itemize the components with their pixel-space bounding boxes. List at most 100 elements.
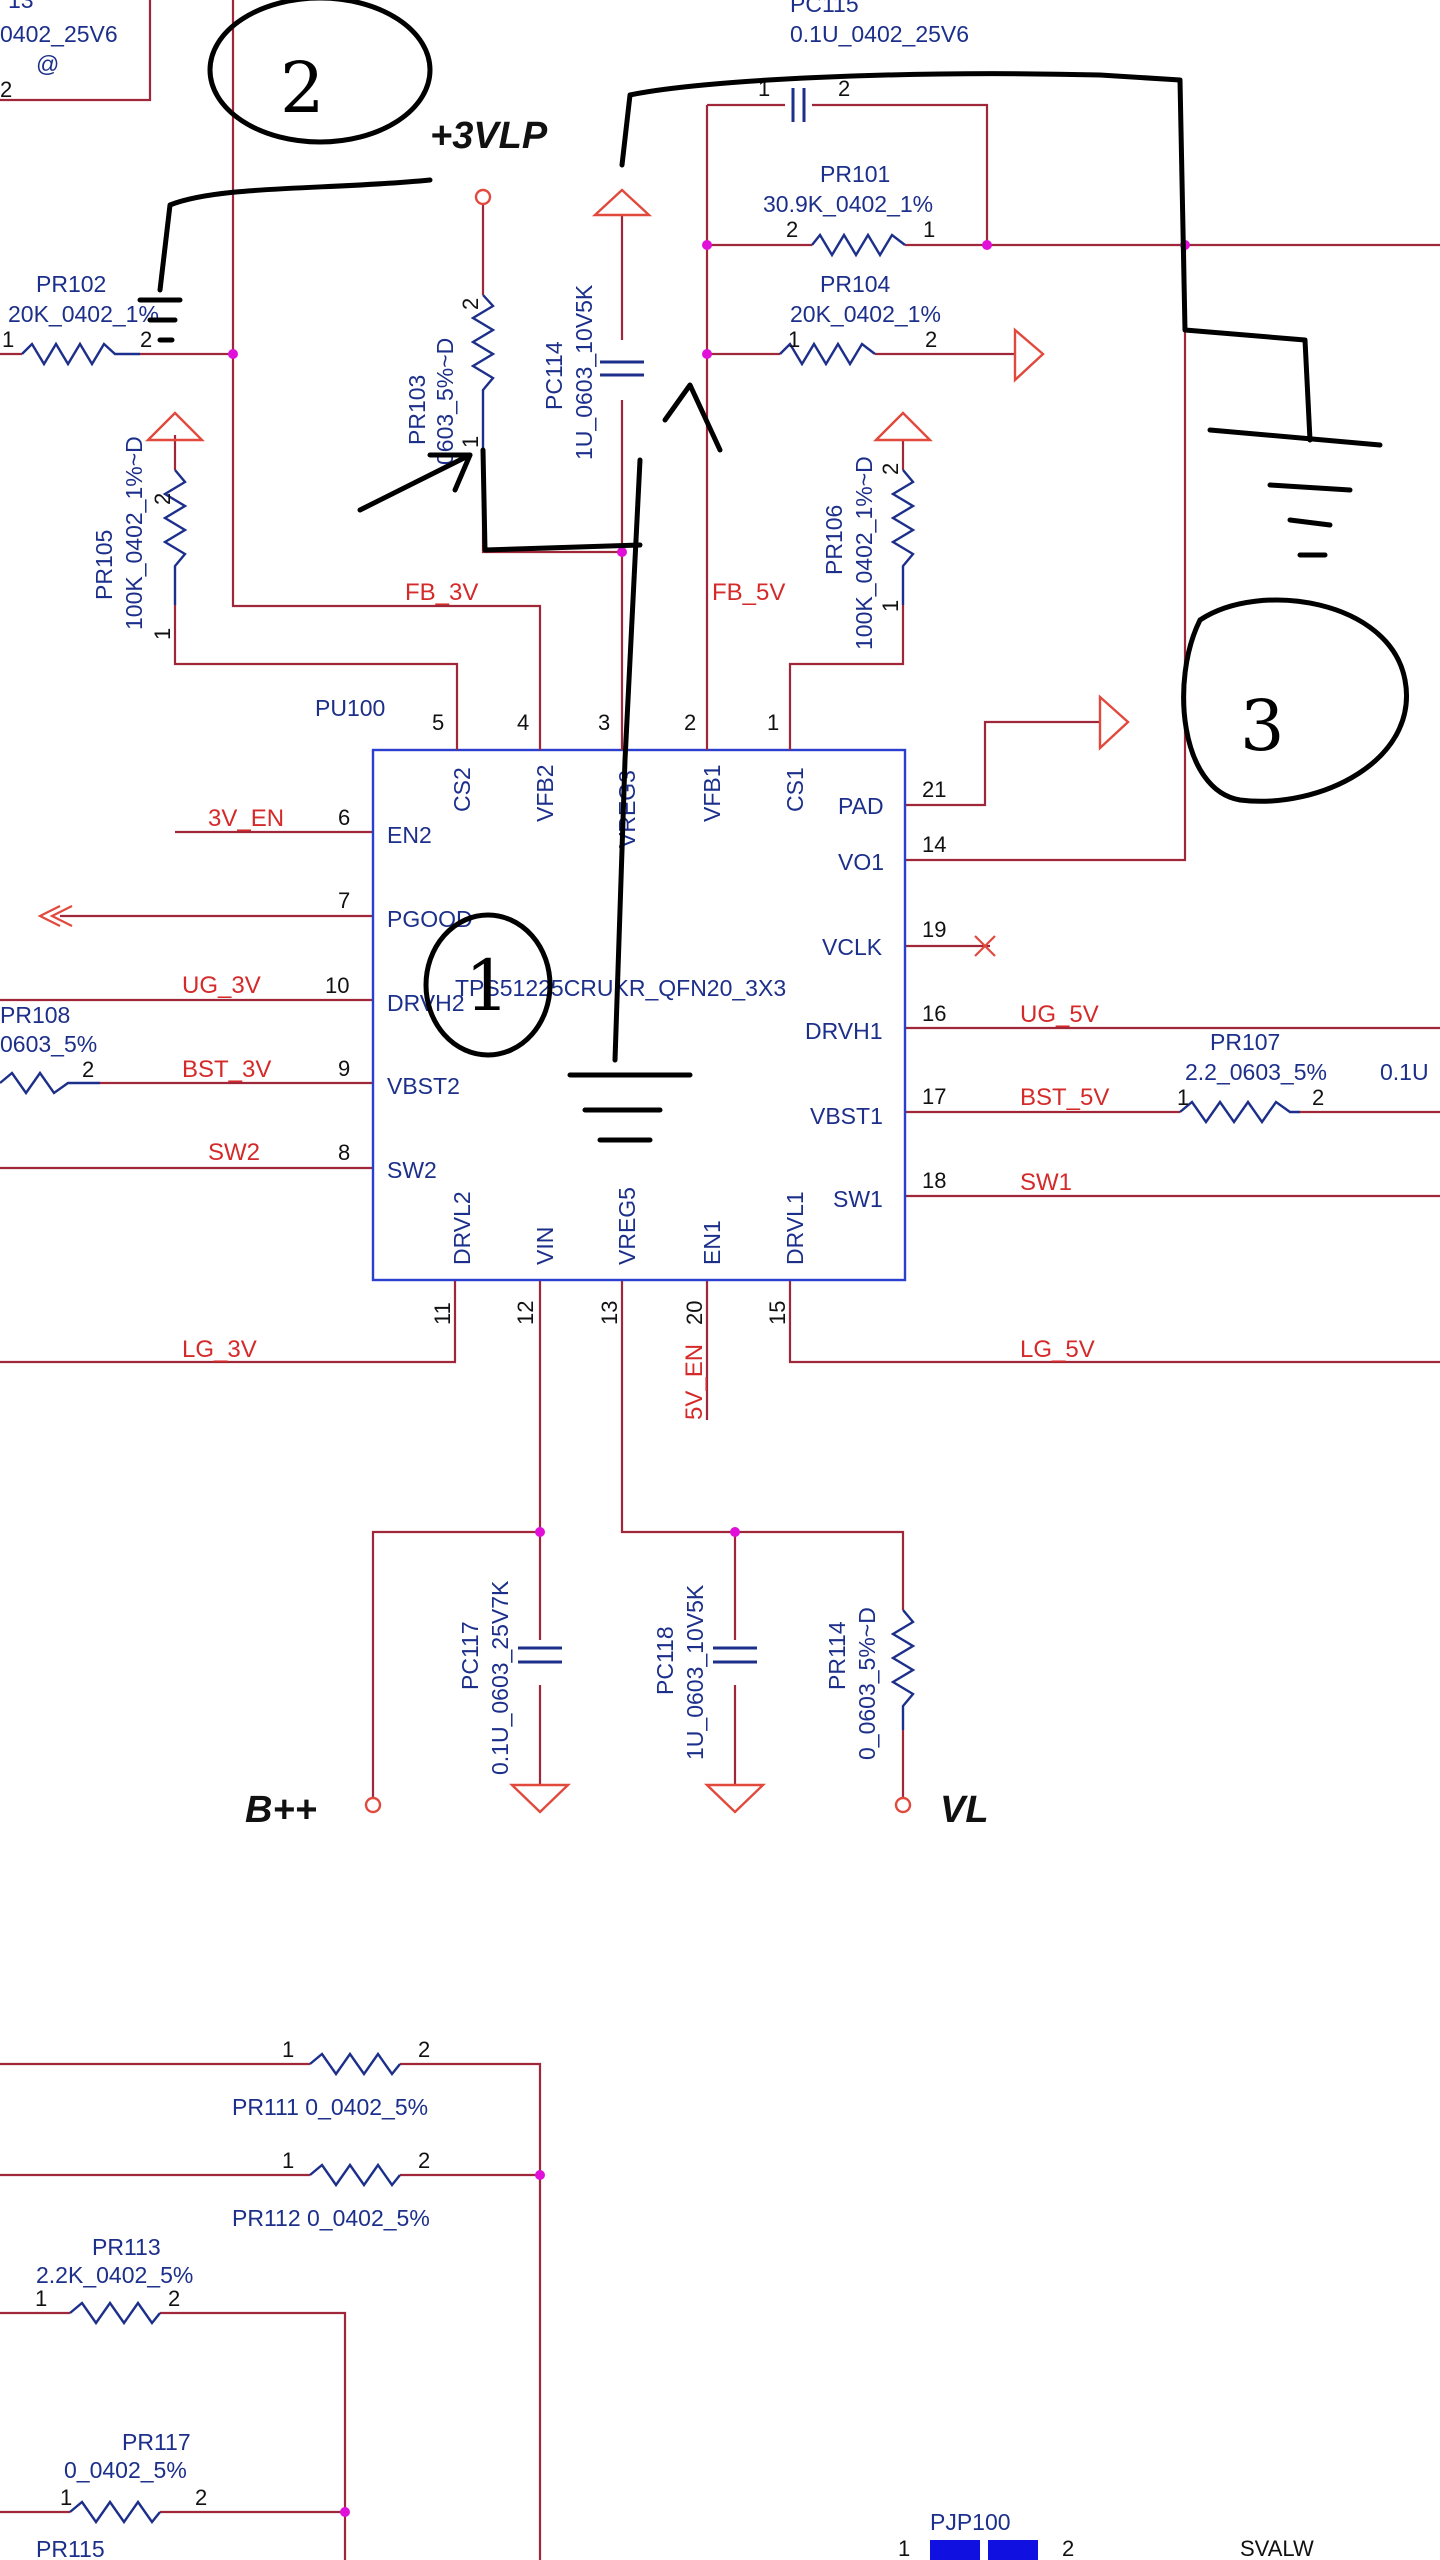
pr105-value: 100K_0402_1%~D xyxy=(121,436,147,630)
pin-name: CS2 xyxy=(449,767,475,812)
pin-num: 1 xyxy=(150,628,175,640)
pin-name: VFB1 xyxy=(699,764,725,822)
pin-num: 2 xyxy=(140,327,152,352)
vl-power-label: VL xyxy=(940,1789,989,1831)
pin-num: 8 xyxy=(338,1140,350,1165)
pr102-ref: PR102 xyxy=(36,271,106,297)
top-pin-stubs xyxy=(455,712,792,750)
net-label: BST_3V xyxy=(182,1056,271,1083)
pr105-resistor-icon xyxy=(162,469,188,605)
pin-num: 14 xyxy=(922,832,946,857)
pin-name: VREG3 xyxy=(614,770,640,848)
pin-num: 2 xyxy=(168,2286,180,2311)
pin-num: 1 xyxy=(1177,1085,1189,1110)
net-label: SW1 xyxy=(1020,1169,1072,1196)
pr104-ref: PR104 xyxy=(820,271,891,297)
pr106-resistor-icon xyxy=(890,469,916,605)
pin-num: 19 xyxy=(922,917,946,942)
pin-num: 1 xyxy=(2,327,14,352)
pin-num: 20 xyxy=(682,1301,707,1325)
bpp-power-label: B++ xyxy=(245,1789,317,1831)
pin-num: 4 xyxy=(517,710,529,735)
pr108-value: 0603_5% xyxy=(0,1031,97,1057)
pin-name: EN2 xyxy=(387,822,432,848)
pr101-value: 30.9K_0402_1% xyxy=(763,191,933,217)
pr111-label: PR111 0_0402_5% xyxy=(232,2094,428,2120)
pin-name: PGOOD xyxy=(387,906,473,932)
cs2-wire xyxy=(173,605,459,712)
right-edge-value: 0.1U xyxy=(1380,1059,1429,1085)
pin-num: 2 xyxy=(82,1057,94,1082)
pr111-resistor-icon xyxy=(309,2051,401,2077)
pin-num: 2 xyxy=(838,76,850,101)
right-edge-text: SVALW xyxy=(1240,2536,1314,2560)
pin-name: VREG5 xyxy=(614,1187,640,1265)
junction-dot xyxy=(535,2170,545,2180)
pin-num: 1 xyxy=(767,710,779,735)
pc118-capacitor-icon xyxy=(713,1646,757,1664)
cs1-wire xyxy=(788,605,905,712)
annotation-stroke xyxy=(662,382,723,453)
pin-num: 10 xyxy=(325,973,349,998)
pr107-resistor-icon xyxy=(1179,1099,1300,1125)
net-label: BST_5V xyxy=(1020,1084,1109,1111)
pr104-value: 20K_0402_1% xyxy=(790,301,941,327)
pr103-resistor-icon xyxy=(470,294,496,450)
pin-name: EN1 xyxy=(699,1220,725,1265)
pr106-ref: PR106 xyxy=(821,505,847,575)
pr114-ref: PR114 xyxy=(824,1621,850,1690)
vl-terminal-icon xyxy=(894,1796,912,1814)
vo1-wire xyxy=(905,245,1187,862)
annotation-circle xyxy=(207,0,433,145)
pin-name: SW1 xyxy=(833,1186,883,1212)
annotation-circle xyxy=(1181,597,1409,804)
top-left-value: 0402_25V6 xyxy=(0,21,118,47)
pin-name: VO1 xyxy=(838,849,884,875)
pr108-ref: PR108 xyxy=(0,1002,70,1028)
pin-num: 2 xyxy=(1062,2536,1074,2560)
top-left-box-wire xyxy=(0,0,152,102)
pin-num: 1 xyxy=(788,327,800,352)
junction-dot xyxy=(982,240,992,250)
pin-name: DRVH1 xyxy=(805,1018,883,1044)
pin-num: 16 xyxy=(922,1001,946,1026)
pr113-right-wire xyxy=(160,2311,347,2560)
junction-dot xyxy=(702,240,712,250)
pin-num: 1 xyxy=(878,600,903,612)
pr103-value: 0603_5%~D xyxy=(432,338,458,465)
pr113-ref: PR113 xyxy=(92,2234,161,2260)
chip-pin-stubs xyxy=(455,712,792,750)
ground-arrow-icon xyxy=(1013,327,1045,383)
junction-dot xyxy=(702,349,712,359)
no-connect-icon xyxy=(974,935,996,957)
pr117-ref: PR117 xyxy=(122,2429,191,2455)
net-label: LG_3V xyxy=(182,1336,257,1363)
pc115-capacitor-icon xyxy=(791,88,806,122)
pr105-ref: PR105 xyxy=(91,530,117,600)
pin-name: VBST2 xyxy=(387,1073,460,1099)
annotation-number: 2 xyxy=(280,47,325,129)
vlp-power-label: +3VLP xyxy=(430,115,548,157)
pc117-value: 0.1U_0603_25V7K xyxy=(487,1580,513,1775)
pin-num: 15 xyxy=(765,1301,790,1325)
pc118-value: 1U_0603_10V5K xyxy=(682,1584,708,1760)
pr101-ref: PR101 xyxy=(820,161,890,187)
pr112-label: PR112 0_0402_5% xyxy=(232,2205,430,2231)
annotation-number: 3 xyxy=(1240,685,1285,767)
pr108-resistor-icon xyxy=(0,1070,100,1096)
annotation-arrow-icon xyxy=(357,452,473,513)
pin-name: PAD xyxy=(838,793,884,819)
pc115-ref: PC115 xyxy=(790,0,859,17)
annotation-stroke xyxy=(619,71,1313,443)
pin-num: 3 xyxy=(598,710,610,735)
pin-num: 1 xyxy=(282,2037,294,2062)
pc115-value: 0.1U_0402_25V6 xyxy=(790,21,969,47)
junction-dot xyxy=(535,1527,545,1537)
pin-name: CS1 xyxy=(782,767,808,812)
net-label: LG_5V xyxy=(1020,1336,1095,1363)
pr103-ref: PR103 xyxy=(404,375,430,445)
ground-symbols xyxy=(145,188,1130,1814)
pr111-right-wire xyxy=(400,2062,542,2560)
pin-num: 21 xyxy=(922,777,946,802)
